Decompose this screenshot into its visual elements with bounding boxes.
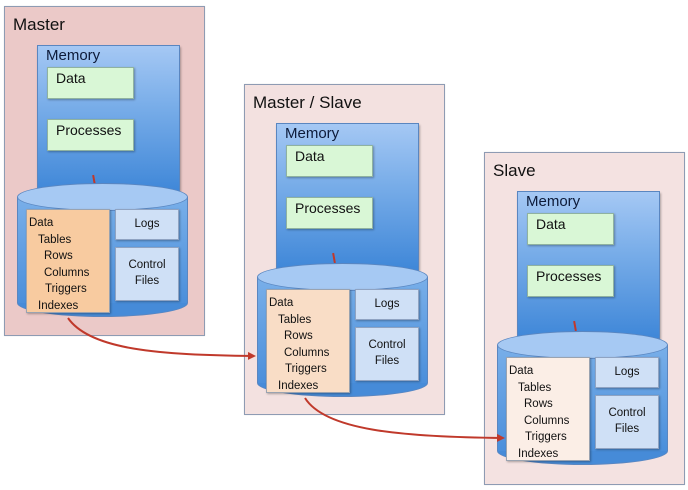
tree-item-triggers: Triggers [45,283,87,295]
tree-item-indexes: Indexes [278,379,319,392]
tree-item-tables: Tables [518,381,552,394]
memory-item-processes: Processes [527,265,614,297]
memory-item-data: Data [527,213,614,245]
node-title: Slave [493,161,536,180]
node-slave: Slave Memory Data Processes Data Tables … [484,152,685,485]
control-files-box: Control Files [115,247,179,301]
node-title: Master / Slave [253,93,362,112]
data-tree-box: Data Tables Rows Columns Triggers Indexe… [506,357,590,461]
memory-label: Memory [285,125,340,142]
tree-item-tables: Tables [38,233,72,246]
logs-box: Logs [595,357,659,388]
memory-label: Memory [46,47,101,64]
control-files-line-1: Control [128,259,166,271]
cylinder-top [497,331,668,359]
control-files-line-2: Files [374,355,400,367]
storage-cylinder: Data Tables Rows Columns Triggers Indexe… [497,331,668,465]
tree-item-rows: Rows [284,330,313,342]
cylinder-top [257,263,428,291]
memory-label: Memory [526,193,581,210]
memory-block: Memory Data Processes [37,45,180,193]
logs-box: Logs [355,289,419,320]
memory-item-processes: Processes [47,119,134,151]
control-files-line-2: Files [614,423,640,435]
memory-block: Memory Data Processes [276,123,419,271]
tree-item-columns: Columns [284,346,330,359]
tree-item-triggers: Triggers [285,363,327,375]
node-master: Master Memory Data Processes Data Tables… [4,6,205,336]
tree-item-rows: Rows [524,398,553,410]
node-master-slave: Master / Slave Memory Data Processes Dat… [244,84,445,415]
memory-item-data: Data [47,67,134,99]
tree-item-data: Data [509,365,534,377]
data-tree-box: Data Tables Rows Columns Triggers Indexe… [26,209,110,313]
memory-item-data: Data [286,145,373,177]
control-files-line-1: Control [368,339,406,351]
cylinder-top [17,183,188,211]
tree-item-indexes: Indexes [38,299,79,312]
tree-item-indexes: Indexes [518,447,559,460]
data-tree-box: Data Tables Rows Columns Triggers Indexe… [266,289,350,393]
logs-box: Logs [115,209,179,240]
storage-cylinder: Data Tables Rows Columns Triggers Indexe… [17,183,188,317]
tree-item-columns: Columns [524,414,570,427]
tree-item-tables: Tables [278,313,312,326]
memory-item-processes: Processes [286,197,373,229]
control-files-box: Control Files [355,327,419,381]
tree-item-rows: Rows [44,250,73,262]
control-files-line-2: Files [134,275,160,287]
node-title: Master [13,15,65,34]
memory-block: Memory Data Processes [517,191,660,339]
tree-item-data: Data [269,297,294,309]
tree-item-data: Data [29,217,54,229]
tree-item-columns: Columns [44,266,90,279]
storage-cylinder: Data Tables Rows Columns Triggers Indexe… [257,263,428,397]
tree-item-triggers: Triggers [525,431,567,443]
control-files-line-1: Control [608,407,646,419]
control-files-box: Control Files [595,395,659,449]
